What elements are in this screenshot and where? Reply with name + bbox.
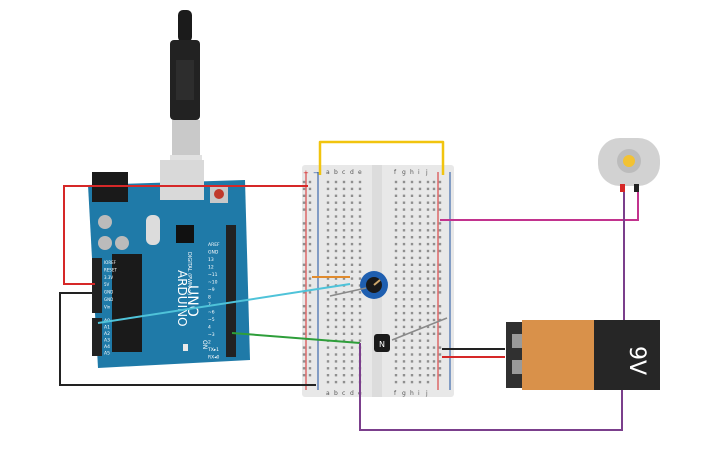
battery-label: 9V xyxy=(624,346,649,375)
battery-9v[interactable]: 9V xyxy=(506,320,660,390)
digital-pin-label: GND xyxy=(208,250,219,256)
digital-pin-label: ~11 xyxy=(208,272,218,278)
potentiometer[interactable] xyxy=(360,271,388,299)
breadboard-column-letter: e xyxy=(358,169,362,176)
wire-pin-green xyxy=(231,332,361,344)
analog-pin-label: A3 xyxy=(104,338,110,344)
analog-pin-label: A5 xyxy=(104,351,110,357)
analog-header[interactable] xyxy=(92,318,102,356)
digital-pin-label: ~9 xyxy=(208,287,215,293)
power-pin-label: IOREF xyxy=(104,260,117,265)
breadboard-column-letter: a xyxy=(326,169,330,176)
analog-pin-label: A1 xyxy=(104,325,110,331)
arduino-brand: ARDUINO xyxy=(175,270,189,327)
wires[interactable] xyxy=(59,140,639,431)
rail-plus-label: + xyxy=(303,169,309,177)
breadboard-column-letter: g xyxy=(402,169,406,176)
arduino-uno-board[interactable]: ARDUINO UNO DIGITAL (PWM ~) ON AREFGND13… xyxy=(88,160,250,368)
crystal xyxy=(146,215,160,245)
power-pin-label: 5V xyxy=(104,282,110,287)
power-pin-label: Vin xyxy=(104,304,111,309)
breadboard-column-letter: j xyxy=(425,169,428,176)
rail-minus-label: − xyxy=(313,169,319,177)
breadboard-column-letter: b xyxy=(334,390,338,397)
breadboard-column-letter: d xyxy=(350,390,354,397)
breadboard-column-letter: f xyxy=(394,169,397,176)
breadboard-column-letter: d xyxy=(350,169,354,176)
breadboard-column-letter: i xyxy=(418,390,420,397)
digital-pin-label: 2 xyxy=(208,340,211,346)
capacitor xyxy=(98,215,112,229)
digital-pin-label: 12 xyxy=(208,265,214,271)
digital-pin-label: TX▸1 xyxy=(207,347,219,353)
digital-pin-label: ~5 xyxy=(208,317,215,323)
analog-pin-label: A2 xyxy=(104,331,110,337)
breadboard-column-letter: g xyxy=(402,390,406,397)
digital-pin-label: 4 xyxy=(208,325,211,331)
digital-pin-label: ~3 xyxy=(208,332,215,338)
digital-pin-label: ~6 xyxy=(208,310,215,316)
motor-gear-icon xyxy=(623,155,635,167)
wire-yellow-bridge xyxy=(318,140,445,175)
power-header[interactable] xyxy=(92,258,102,313)
digital-header[interactable] xyxy=(226,225,236,357)
digital-pin-label: 8 xyxy=(208,295,211,301)
breadboard-column-letter: c xyxy=(342,169,345,176)
usb-cable[interactable] xyxy=(170,10,202,165)
breadboard-column-letter: a xyxy=(326,390,330,397)
wire-5v-red xyxy=(63,185,308,285)
atmega-chip xyxy=(112,254,142,352)
on-led-label: ON xyxy=(201,340,208,349)
power-pin-label: RESET xyxy=(104,267,117,272)
wire-purple xyxy=(359,343,623,431)
npn-transistor[interactable]: N xyxy=(374,334,390,352)
breadboard-column-letter: h xyxy=(410,169,414,176)
digital-pin-label: AREF xyxy=(208,242,220,248)
digital-label: DIGITAL (PWM ~) xyxy=(186,252,192,295)
breadboard-column-letter: h xyxy=(410,390,414,397)
breadboard-column-letter: i xyxy=(418,169,420,176)
breadboard-column-letter: b xyxy=(334,169,338,176)
breadboard-column-letter: f xyxy=(394,390,397,397)
power-pin-label: 3.3V xyxy=(104,275,113,280)
wire-pot-cyan xyxy=(97,283,351,324)
usb-port xyxy=(160,160,204,200)
digital-pin-label: ~10 xyxy=(208,280,218,286)
analog-pin-label: A4 xyxy=(104,344,110,350)
digital-pin-label: 13 xyxy=(208,257,214,263)
transistor-label: N xyxy=(379,340,385,349)
breadboard-column-letter: j xyxy=(425,390,428,397)
wire-gnd-black xyxy=(59,292,316,386)
power-pin-label: GND xyxy=(104,290,113,295)
dc-motor[interactable] xyxy=(598,138,660,192)
wire-motor-magenta xyxy=(440,188,639,221)
power-pin-label: GND xyxy=(104,297,113,302)
breadboard-column-letter: c xyxy=(342,390,345,397)
digital-pin-label: RX◂0 xyxy=(208,355,219,361)
